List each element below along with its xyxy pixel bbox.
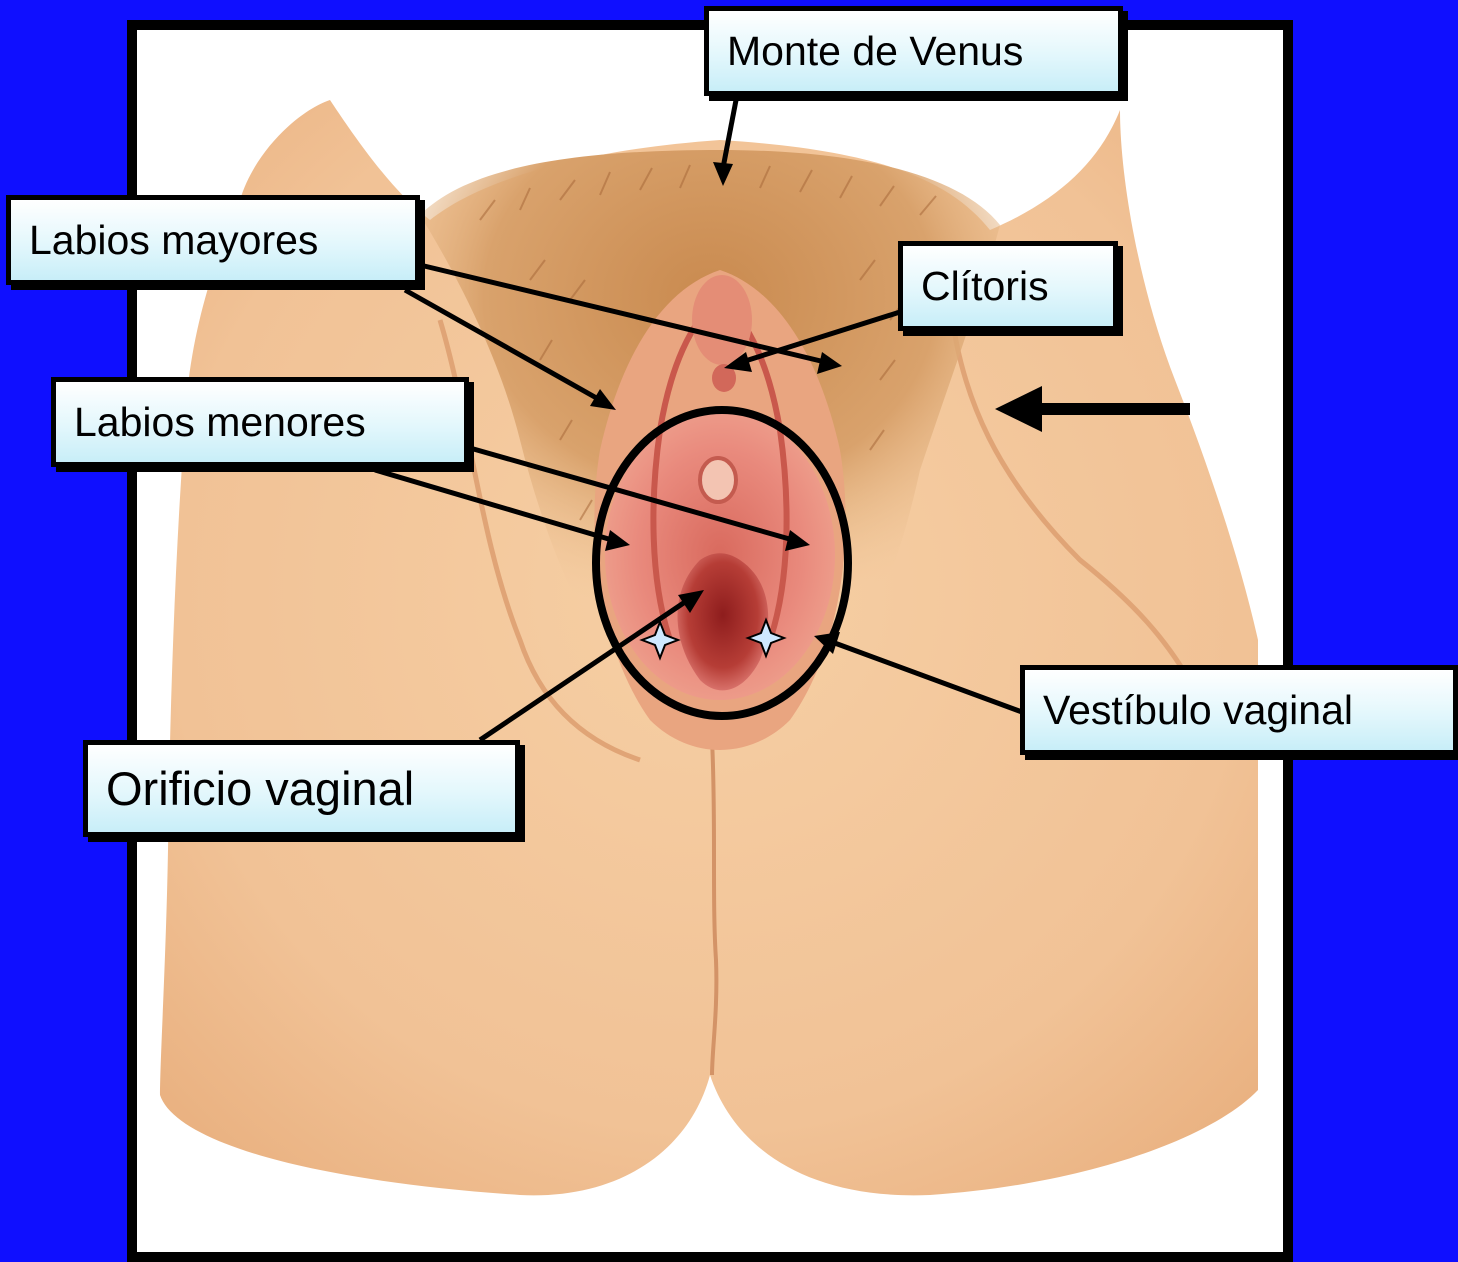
urethral-opening <box>700 458 736 502</box>
label-orificio-vaginal: Orificio vaginal <box>83 740 520 837</box>
label-labios-mayores: Labios mayores <box>6 195 420 285</box>
label-monte-de-venus: Monte de Venus <box>704 6 1123 96</box>
label-vestibulo-vaginal: Vestíbulo vaginal <box>1020 665 1458 755</box>
label-labios-menores: Labios menores <box>51 377 469 467</box>
clitoral-hood <box>692 275 752 365</box>
label-clitoris: Clítoris <box>898 241 1118 331</box>
